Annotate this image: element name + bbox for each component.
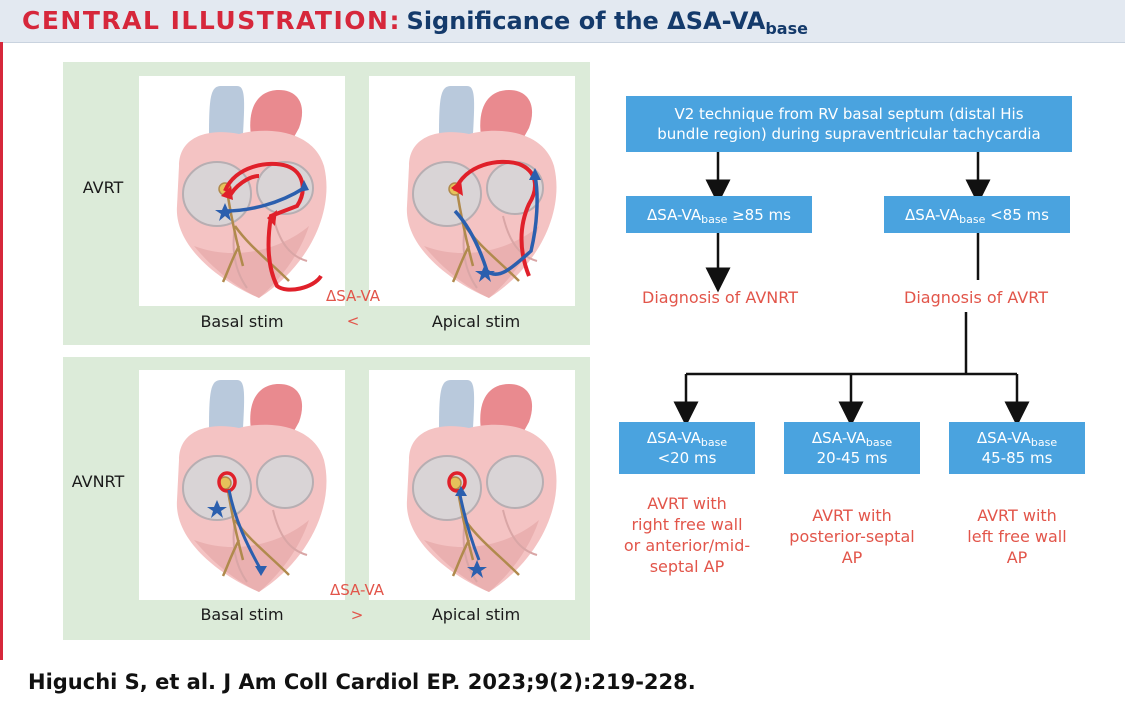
dx-avrt: Diagnosis of AVRT [904, 288, 1048, 307]
root-line2: bundle region) during supraventricular t… [657, 125, 1041, 143]
outcome-right-free-wall: AVRT with right free wall or anterior/mi… [607, 493, 767, 577]
avnrt-apical-label: Apical stim [431, 605, 521, 624]
avrt-apical-label: Apical stim [431, 312, 521, 331]
outcome-left-free-wall: AVRT with left free wall AP [937, 505, 1097, 568]
outcome1-line: septal AP [649, 557, 725, 576]
left-branch-sub: base [701, 212, 728, 226]
sub3-range: 45-85 ms [981, 449, 1053, 467]
dx-avnrt: Diagnosis of AVNRT [642, 288, 798, 307]
left-branch-prefix: ΔSA-VA [647, 205, 702, 224]
sub2-range: 20-45 ms [816, 449, 888, 467]
sub1-sub: base [700, 436, 728, 449]
right-branch-sub: base [959, 212, 986, 226]
title-subscript: base [765, 19, 808, 38]
avnrt-basal-heart [139, 370, 345, 600]
avrt-delta-label: ΔSA-VA [325, 287, 381, 305]
avnrt-apical-heart [369, 370, 575, 600]
avrt-basal-heart-illustration [175, 84, 328, 300]
avrt-basal-label: Basal stim [200, 312, 284, 331]
left-accent-rule [0, 42, 3, 660]
outcome-posterior-septal: AVRT with posterior-septal AP [772, 505, 932, 568]
right-branch-suffix: <85 ms [985, 205, 1049, 224]
outcome1-line: or anterior/mid- [623, 536, 751, 555]
root-line1: V2 technique from RV basal septum (dista… [674, 105, 1024, 123]
avrt-row-label: AVRT [82, 178, 124, 197]
avnrt-apical-heart-illustration [405, 378, 558, 594]
avrt-comparator: < [346, 312, 360, 330]
title-rest: Significance of the ΔSA-VA [406, 7, 766, 35]
header-bar [0, 0, 1125, 43]
avrt-apical-heart [369, 76, 575, 306]
sub1-box: ΔSA-VAbase <20 ms [619, 422, 755, 474]
title-lead: CENTRAL ILLUSTRATION: [22, 6, 401, 35]
citation: Higuchi S, et al. J Am Coll Cardiol EP. … [28, 670, 696, 694]
sub3-prefix: ΔSA-VA [976, 429, 1031, 447]
right-branch-box: ΔSA-VAbase <85 ms [884, 196, 1070, 233]
sub1-prefix: ΔSA-VA [646, 429, 701, 447]
outcome3-line: left free wall [967, 527, 1067, 546]
avnrt-comparator: > [350, 606, 364, 624]
left-branch-box: ΔSA-VAbase ≥85 ms [626, 196, 812, 233]
outcome3-line: AVRT with [977, 506, 1057, 525]
sub2-sub: base [865, 436, 893, 449]
left-branch-suffix: ≥85 ms [727, 205, 791, 224]
root-box: V2 technique from RV basal septum (dista… [626, 96, 1072, 152]
avrt-basal-heart [139, 76, 345, 306]
sub1-range: <20 ms [657, 449, 717, 467]
sub2-box: ΔSA-VAbase 20-45 ms [784, 422, 920, 474]
avnrt-delta-label: ΔSA-VA [329, 581, 385, 599]
page-title: CENTRAL ILLUSTRATION: Significance of th… [22, 4, 808, 38]
sub3-box: ΔSA-VAbase 45-85 ms [949, 422, 1085, 474]
outcome2-line: AVRT with [812, 506, 892, 525]
outcome2-line: AP [841, 548, 863, 567]
sub3-sub: base [1030, 436, 1058, 449]
avrt-apical-heart-illustration [405, 84, 558, 300]
outcome3-line: AP [1006, 548, 1028, 567]
right-branch-prefix: ΔSA-VA [905, 205, 960, 224]
avnrt-row-label: AVNRT [71, 472, 125, 491]
outcome1-line: AVRT with [647, 494, 727, 513]
avnrt-basal-label: Basal stim [200, 605, 284, 624]
avnrt-basal-heart-illustration [175, 378, 328, 594]
outcome2-line: posterior-septal [789, 527, 915, 546]
outcome1-line: right free wall [631, 515, 743, 534]
sub2-prefix: ΔSA-VA [811, 429, 866, 447]
